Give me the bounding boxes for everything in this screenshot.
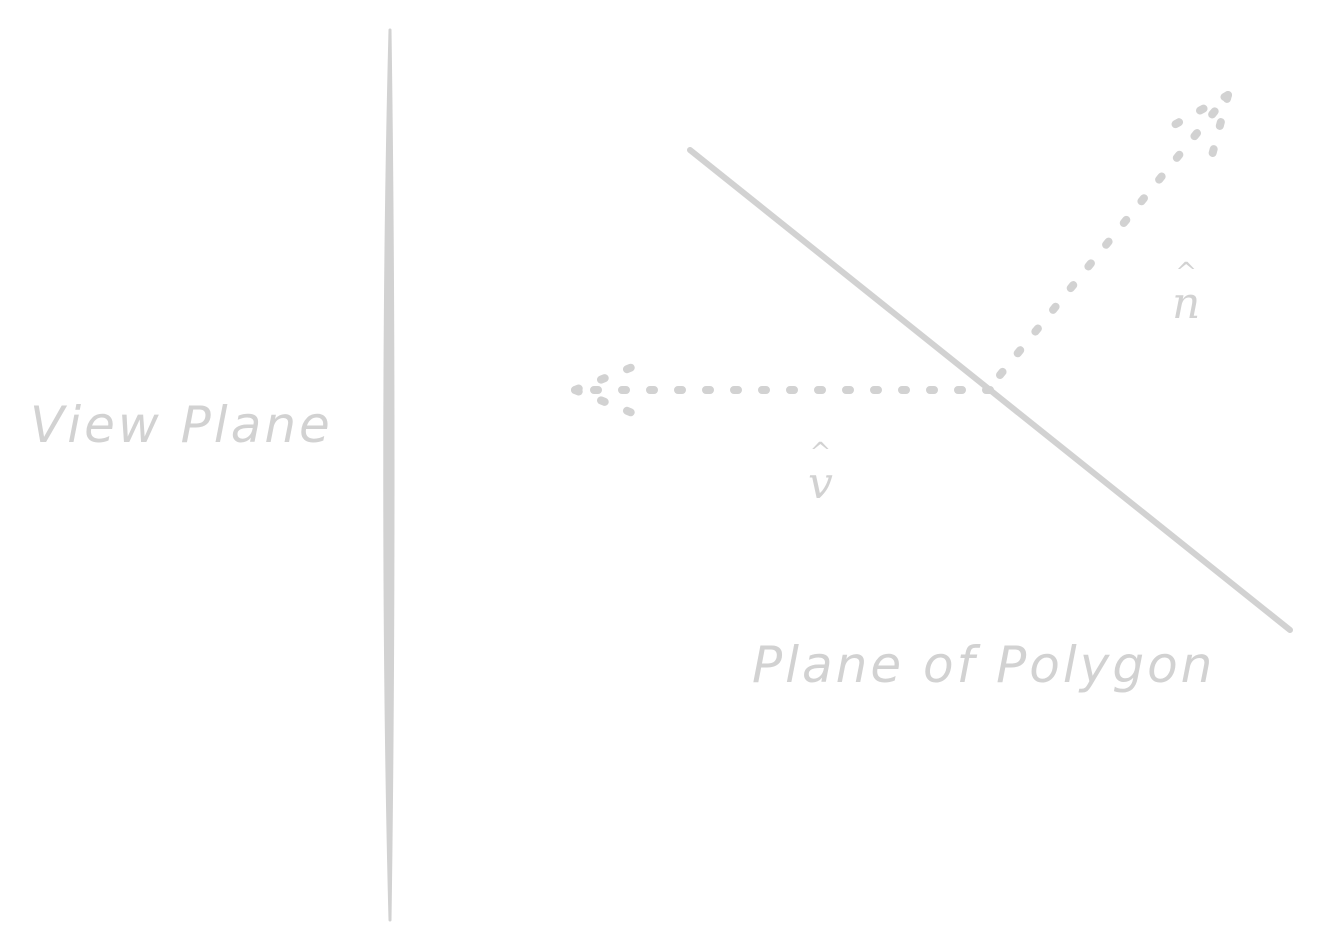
view-vector-label: ^ v	[808, 440, 833, 506]
normal-vector-hat: ^	[1175, 258, 1198, 288]
polygon-plane-label: Plane of Polygon	[752, 636, 1216, 694]
view-vector-head-lower	[571, 386, 644, 420]
normal-vector-head-right	[1206, 91, 1232, 167]
view-vector-arrow	[571, 360, 994, 420]
normal-vector-label: ^ n	[1172, 260, 1200, 326]
normal-vector-head-left	[1161, 91, 1232, 134]
view-plane-line	[383, 28, 395, 922]
normal-vector-arrow	[996, 91, 1232, 379]
normal-vector-letter: n	[1172, 278, 1201, 329]
view-plane-label: View Plane	[30, 396, 333, 454]
view-vector-letter: v	[808, 458, 833, 509]
view-vector-head-upper	[571, 360, 644, 394]
view-vector-hat: ^	[809, 438, 832, 468]
normal-vector-shaft	[996, 91, 1232, 379]
